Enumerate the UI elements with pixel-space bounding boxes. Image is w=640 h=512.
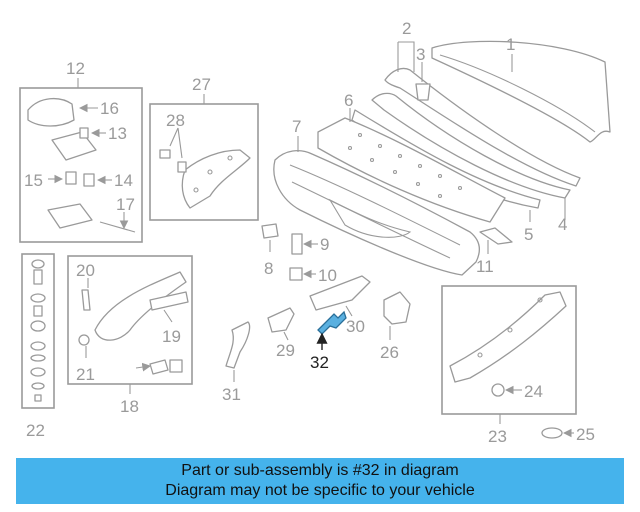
- callout-22: 22: [26, 421, 45, 440]
- callout-27: 27: [192, 75, 211, 94]
- callout-1: 1: [506, 35, 515, 54]
- group-box-23: [441, 285, 577, 424]
- parts-diagram: 1 2 3 4 5 6 7 8 9 10 11 12 13 14 15 16 1…: [19, 19, 611, 446]
- part-2-seal-strip: [371, 41, 581, 199]
- callout-6: 6: [344, 91, 353, 110]
- part-6-liner: [317, 108, 506, 223]
- callout-14: 14: [114, 171, 133, 190]
- callout-26: 26: [380, 343, 399, 362]
- callout-20: 20: [76, 261, 95, 280]
- callout-3: 3: [416, 45, 425, 64]
- callout-30: 30: [346, 317, 365, 336]
- callout-9: 9: [320, 235, 329, 254]
- callout-25: 25: [576, 425, 595, 444]
- callout-32-highlighted: 32: [310, 353, 329, 372]
- callout-2: 2: [402, 19, 411, 38]
- small-parts-8-9-10: [261, 223, 318, 281]
- part-31-strip: [225, 321, 251, 382]
- banner-line-1: Part or sub-assembly is #32 in diagram: [181, 462, 459, 479]
- callout-23: 23: [488, 427, 507, 446]
- callout-31: 31: [222, 385, 241, 404]
- group-box-18: [67, 255, 193, 394]
- part-25-plug: [541, 427, 574, 439]
- callout-5: 5: [524, 225, 533, 244]
- callout-19: 19: [162, 327, 181, 346]
- callout-16: 16: [100, 99, 119, 118]
- callout-18: 18: [120, 397, 139, 416]
- callout-4: 4: [558, 215, 567, 234]
- part-26-latch: [383, 291, 411, 340]
- part-1-cover-panel: [431, 40, 611, 143]
- callout-11: 11: [476, 257, 494, 276]
- callout-8: 8: [264, 259, 273, 278]
- callout-21: 21: [76, 365, 95, 384]
- callout-17: 17: [116, 195, 135, 214]
- callout-labels: 1 2 3 4 5 6 7 8 9 10 11 12 13 14 15 16 1…: [24, 19, 595, 446]
- callout-7: 7: [292, 117, 301, 136]
- callout-28: 28: [166, 111, 185, 130]
- callout-15: 15: [24, 171, 43, 190]
- group-box-12: [19, 78, 143, 243]
- part-29-bracket: [267, 307, 295, 341]
- callout-24: 24: [524, 382, 543, 401]
- info-banner: Part or sub-assembly is #32 in diagram D…: [16, 458, 624, 504]
- callout-29: 29: [276, 341, 295, 360]
- group-box-22: [21, 253, 55, 409]
- group-box-27: [149, 94, 259, 221]
- part-30-bracket: [309, 275, 371, 317]
- callout-12: 12: [66, 59, 85, 78]
- part-7-lid-frame: [273, 136, 513, 276]
- callout-10: 10: [318, 266, 337, 285]
- banner-line-2: Diagram may not be specific to your vehi…: [165, 482, 475, 499]
- part-32-highlighted-bracket: [316, 310, 347, 350]
- callout-13: 13: [108, 124, 127, 143]
